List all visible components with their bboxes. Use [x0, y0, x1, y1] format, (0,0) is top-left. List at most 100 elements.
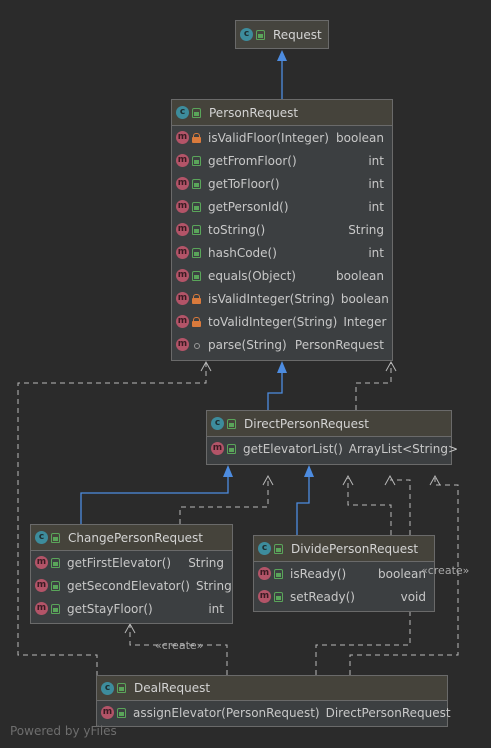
- method-icon: m: [258, 590, 271, 603]
- method-return-type: boolean: [378, 566, 426, 581]
- class-directpersonrequest[interactable]: c DirectPersonRequest m getElevatorList()…: [206, 410, 458, 465]
- dependency-edges: [17, 363, 459, 685]
- method-icon: m: [176, 131, 189, 144]
- method-name: getFirstElevator(): [67, 555, 172, 570]
- method-return-type: int: [208, 601, 224, 616]
- private-lock-icon: [192, 316, 201, 327]
- method-return-type: int: [368, 153, 384, 168]
- method-return-type: int: [368, 199, 384, 214]
- dep-arrowhead-3: [262, 474, 274, 486]
- method-name: isReady(): [290, 566, 347, 581]
- method-return-type: int: [368, 245, 384, 260]
- edge-directpersonrequest-to-personrequest: [267, 372, 283, 410]
- arrowhead-direct-1: [223, 465, 233, 477]
- method-icon: m: [176, 338, 189, 351]
- method-name: getElevatorList(): [243, 441, 343, 456]
- edge-changepersonrequest-to-directpersonrequest: [80, 476, 229, 524]
- arrowhead-direct-2: [304, 465, 314, 477]
- method-icon: m: [35, 579, 48, 592]
- class-name: PersonRequest: [209, 105, 299, 120]
- inheritance-arrowheads: [223, 50, 314, 477]
- method-icon: m: [176, 246, 189, 259]
- create-label: «create»: [421, 564, 470, 577]
- class-icon: c: [101, 681, 114, 695]
- private-lock-icon: [192, 293, 201, 304]
- method-name: parse(String): [208, 337, 287, 352]
- method-name: getPersonId(): [208, 199, 289, 214]
- class-header: c Request: [236, 21, 328, 48]
- class-name: Request: [273, 27, 322, 42]
- public-icon: [227, 443, 236, 454]
- method-return-type: boolean: [340, 291, 389, 306]
- method-row[interactable]: m getFirstElevator() String: [31, 551, 232, 574]
- class-header: c ChangePersonRequest: [31, 525, 232, 551]
- dependency-arrowheads: [124, 360, 441, 634]
- method-return-type: void: [400, 589, 426, 604]
- method-return-type: ArrayList<String>: [348, 441, 458, 456]
- class-icon: c: [35, 531, 48, 544]
- method-list: m assignElevator(PersonRequest) DirectPers…: [97, 701, 451, 724]
- class-header: c DividePersonRequest: [254, 536, 434, 562]
- class-request[interactable]: c Request: [235, 20, 329, 49]
- public-icon: [192, 270, 201, 281]
- inheritance-edges: [80, 60, 310, 535]
- method-icon: m: [35, 556, 48, 569]
- method-row[interactable]: m parse(String) PersonRequest: [172, 333, 392, 356]
- dep-arrowhead-2: [385, 360, 397, 372]
- method-return-type: PersonRequest: [294, 337, 384, 352]
- method-row[interactable]: m assignElevator(PersonRequest) DirectPers…: [97, 701, 451, 724]
- method-row[interactable]: m getElevatorList() ArrayList<String>: [207, 437, 458, 460]
- method-return-type: String: [348, 222, 384, 237]
- method-icon: m: [258, 567, 271, 580]
- method-icon: m: [176, 223, 189, 236]
- method-icon: m: [176, 292, 189, 305]
- public-icon: [51, 603, 60, 614]
- method-return-type: DirectPersonRequest: [325, 705, 451, 720]
- dep-arrowhead-6: [384, 474, 396, 486]
- class-header: c PersonRequest: [172, 100, 392, 126]
- dep-arrowhead-4: [342, 474, 354, 486]
- public-icon: [192, 224, 201, 235]
- method-row[interactable]: m isReady() boolean: [254, 562, 434, 585]
- method-name: getSecondElevator(): [67, 578, 190, 593]
- method-name: getStayFloor(): [67, 601, 153, 616]
- arrowhead-request: [277, 50, 287, 61]
- class-icon: c: [176, 106, 189, 119]
- method-icon: m: [211, 442, 224, 455]
- class-name: DirectPersonRequest: [244, 416, 369, 431]
- public-icon: [192, 178, 201, 189]
- dep-arrowhead-7: [429, 474, 441, 486]
- method-return-type: String: [188, 555, 224, 570]
- method-icon: m: [101, 706, 114, 719]
- edge-deal-to-personrequest: [17, 363, 207, 685]
- watermark: Powered by yFiles: [10, 724, 117, 738]
- method-name: assignElevator(PersonRequest): [133, 705, 320, 720]
- class-name: ChangePersonRequest: [68, 530, 204, 545]
- class-icon: c: [211, 417, 224, 430]
- public-icon: [51, 580, 60, 591]
- public-icon: [51, 532, 60, 543]
- class-name: DividePersonRequest: [291, 541, 419, 556]
- public-icon: [192, 155, 201, 166]
- method-name: getToFloor(): [208, 176, 280, 191]
- method-list: m getFirstElevator() String m getSecondEleva…: [31, 551, 232, 620]
- method-return-type: boolean: [336, 130, 384, 145]
- class-changepersonrequest[interactable]: c ChangePersonRequest m getFirstElevator(…: [30, 524, 233, 624]
